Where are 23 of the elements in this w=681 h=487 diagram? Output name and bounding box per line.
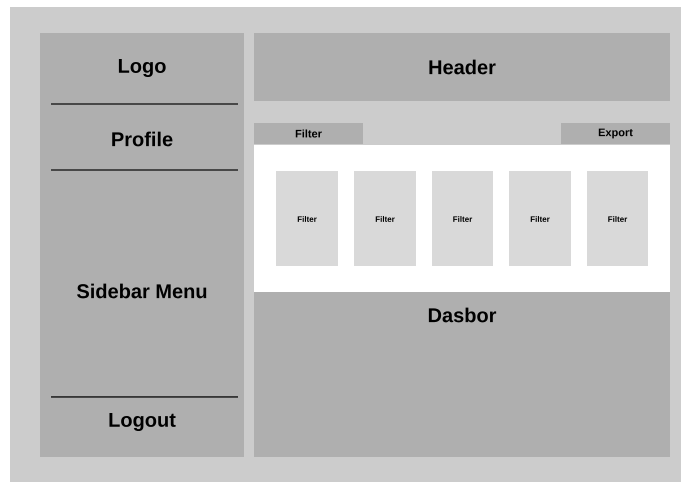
filter-card [587, 171, 648, 266]
label: Dasbor [428, 308, 496, 322]
label: Profile [112, 132, 172, 146]
export-button-label: Export [598, 128, 633, 138]
filter-card-label: Filter [530, 216, 550, 222]
filter-card [354, 171, 416, 266]
filter-button-label: Filter [296, 129, 322, 138]
label: Logout [109, 413, 176, 431]
label: Sidebar Menu [77, 284, 206, 298]
filter-card [276, 171, 338, 266]
label: Header [429, 60, 496, 74]
label: Logo [118, 59, 166, 77]
filter-card [509, 171, 571, 266]
filter-button [254, 123, 363, 144]
dashboard-area [254, 292, 670, 457]
filter-card-label: Filter [608, 216, 628, 222]
sidebar-panel [40, 33, 244, 457]
header-bar [254, 33, 670, 101]
filter-card [432, 171, 493, 266]
filter-card-label: Filter [298, 216, 317, 222]
export-button [561, 123, 670, 144]
filter-card-label: Filter [453, 216, 472, 222]
filter-card-label: Filter [376, 216, 395, 222]
